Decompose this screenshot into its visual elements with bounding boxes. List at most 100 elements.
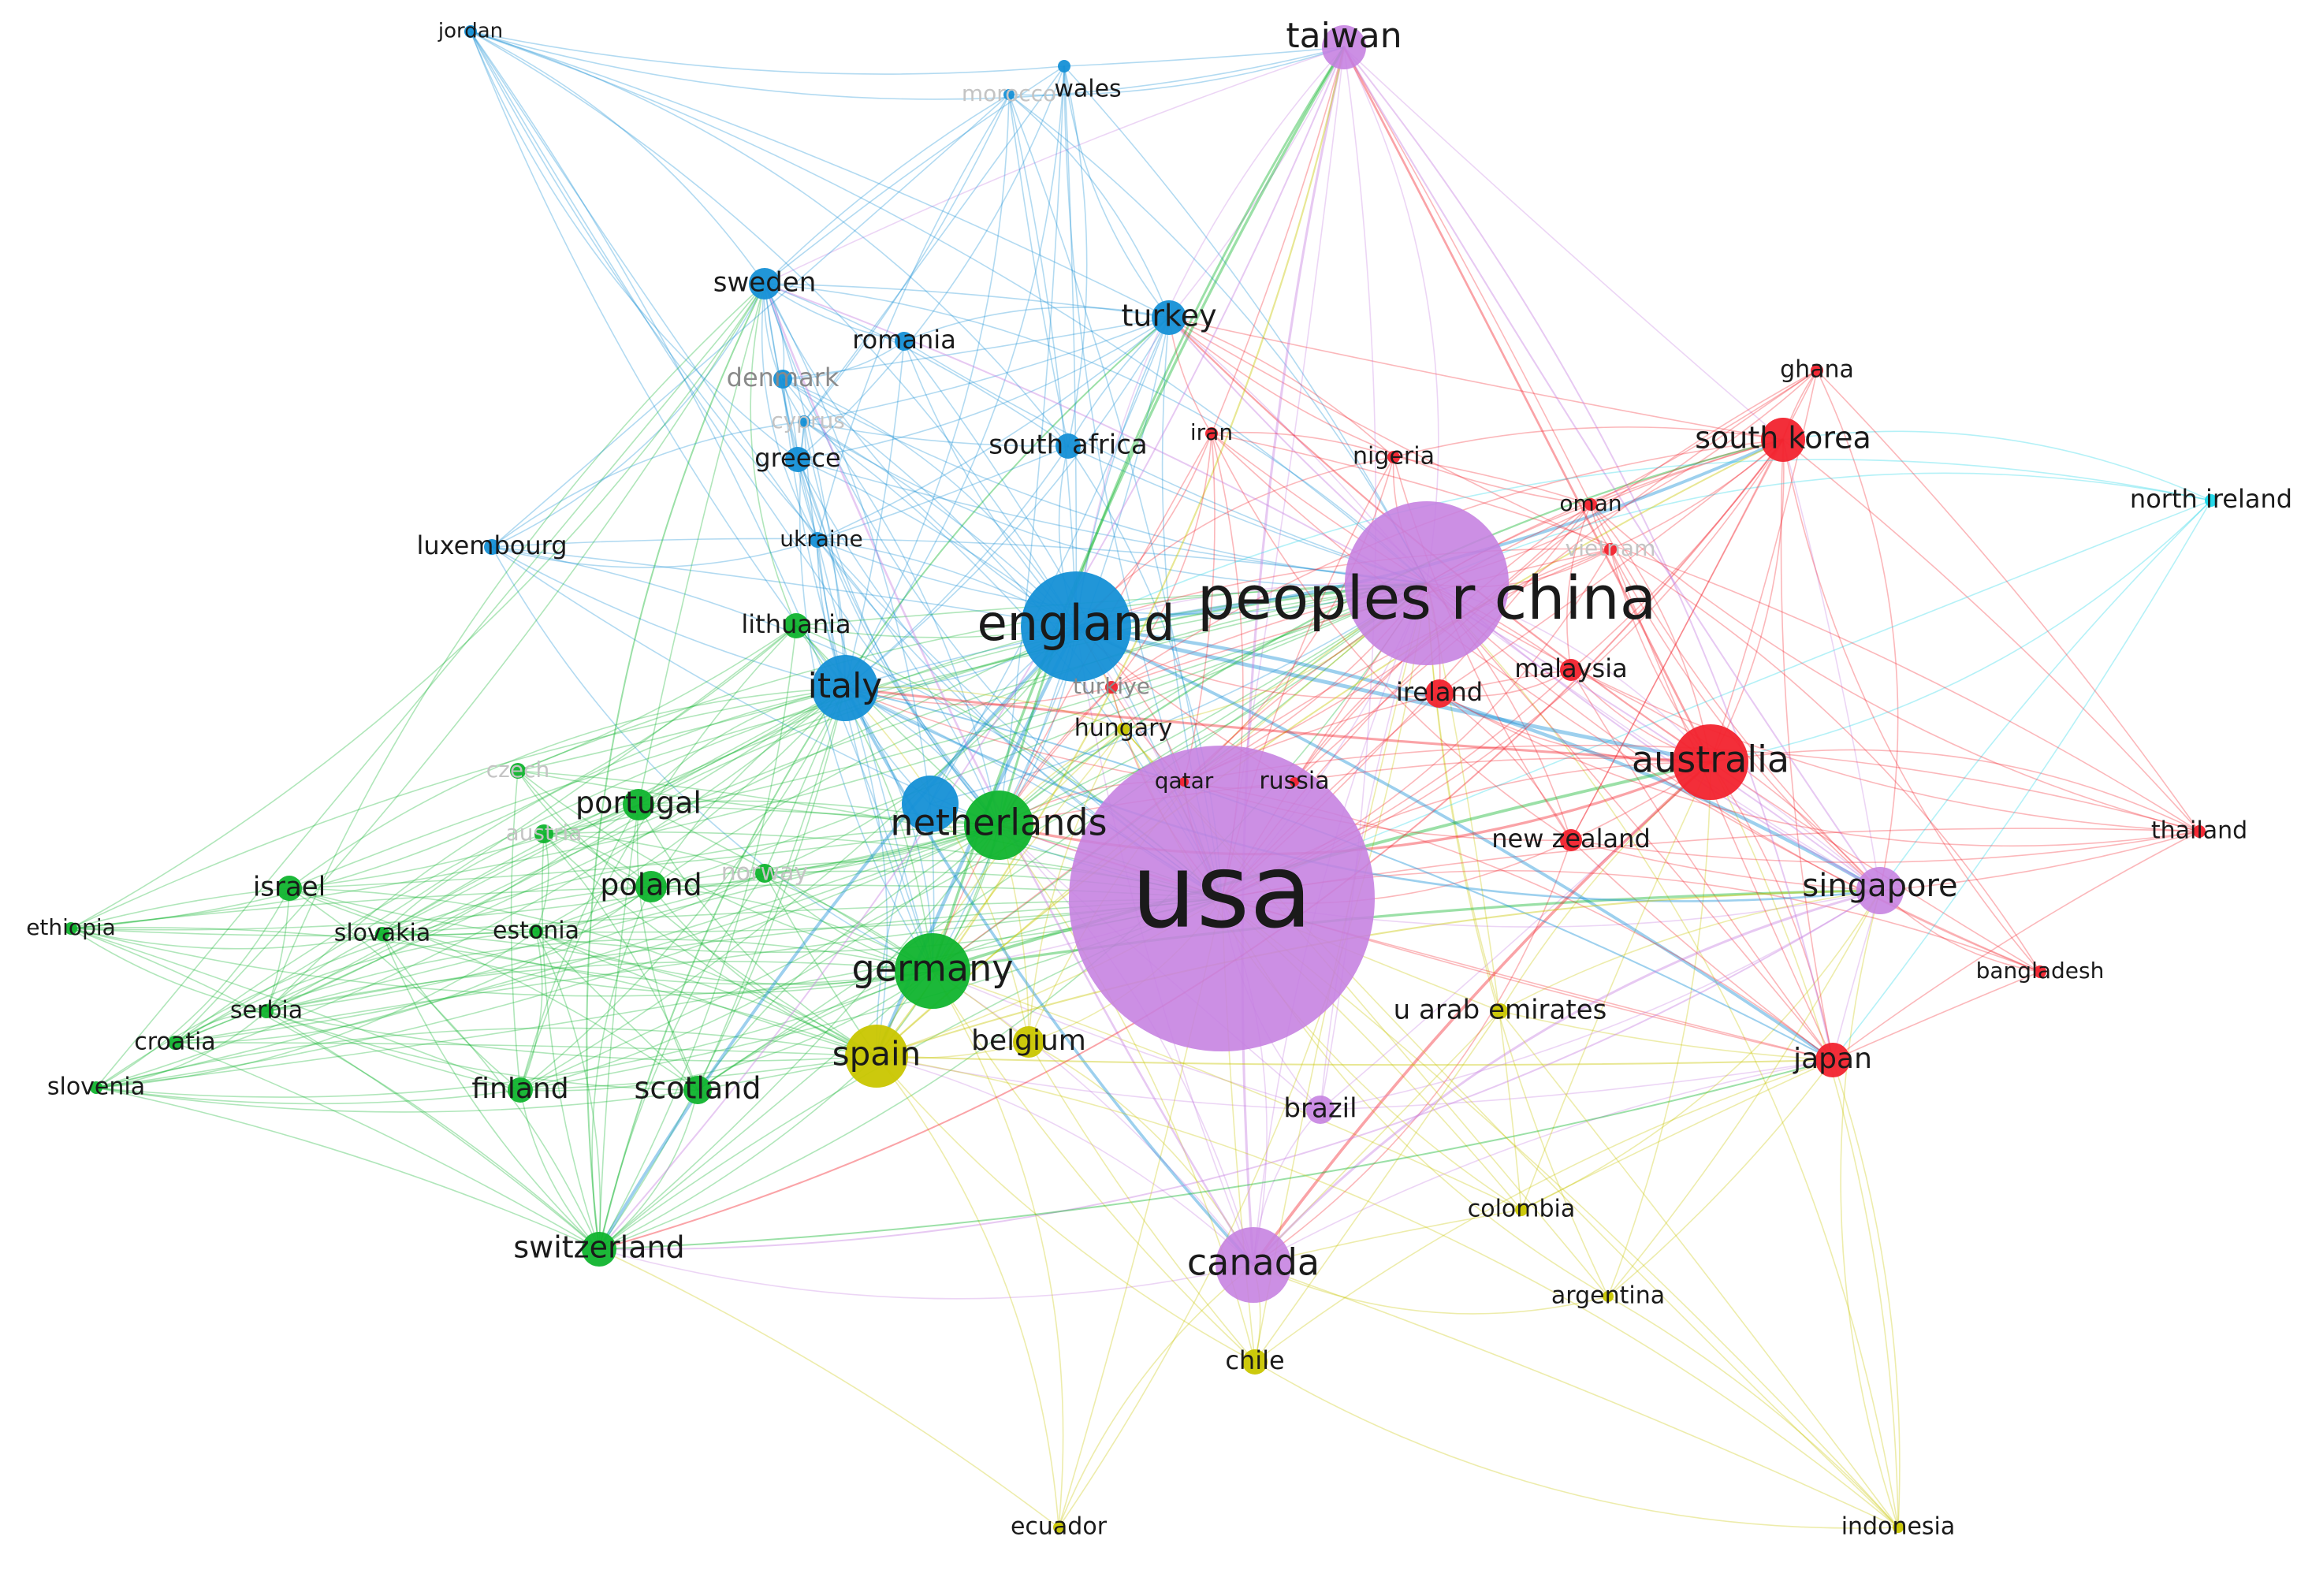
label-ukraine[interactable]: ukraine [780, 526, 862, 552]
label-ecuador[interactable]: ecuador [1011, 1513, 1108, 1541]
label-jordan[interactable]: jordan [437, 20, 503, 43]
label-japan[interactable]: japan [1793, 1043, 1872, 1075]
label-taiwan[interactable]: taiwan [1286, 16, 1402, 56]
node-thailand[interactable] [2193, 825, 2206, 838]
node-hungary[interactable] [1117, 723, 1130, 735]
node-ecuador[interactable] [1053, 1522, 1064, 1533]
label-vietnam[interactable]: vietnam [1566, 535, 1656, 561]
node-u-arab-emirates[interactable] [1492, 1003, 1508, 1019]
label-nigeria[interactable]: nigeria [1353, 443, 1435, 471]
label-norway[interactable]: norway [721, 859, 808, 887]
node-lithuania[interactable] [784, 613, 809, 638]
node-netherlands[interactable] [964, 791, 1033, 860]
node-brazil[interactable] [1306, 1096, 1335, 1124]
node-south-africa[interactable] [1055, 433, 1081, 459]
label-usa[interactable]: usa [1131, 831, 1312, 951]
node-norway[interactable] [755, 864, 774, 883]
node-estonia[interactable] [529, 924, 543, 939]
node-jordan[interactable] [464, 25, 477, 38]
node-serbia[interactable] [259, 1004, 274, 1018]
label-china[interactable]: peoples r china [1197, 563, 1657, 633]
node-bangladesh[interactable] [2034, 965, 2046, 978]
node-usa[interactable] [1069, 746, 1375, 1051]
label-canada[interactable]: canada [1187, 1241, 1320, 1284]
node-qatar[interactable] [1179, 777, 1189, 787]
label-germany[interactable]: germany [852, 947, 1014, 990]
label-south-korea[interactable]: south korea [1695, 421, 1871, 456]
label-australia[interactable]: australia [1632, 738, 1789, 781]
label-ireland[interactable]: ireland [1396, 677, 1483, 707]
node-austria[interactable] [534, 824, 553, 843]
node-wales[interactable] [1058, 60, 1070, 73]
node-portugal[interactable] [623, 789, 654, 820]
label-luxembourg[interactable]: luxembourg [416, 530, 567, 560]
node-south-korea[interactable] [1761, 418, 1805, 462]
label-russia[interactable]: russia [1259, 768, 1329, 795]
node-finland[interactable] [508, 1077, 533, 1103]
node-north-ireland[interactable] [2205, 494, 2217, 507]
label-hungary[interactable]: hungary [1074, 715, 1173, 742]
label-turkey[interactable]: turkey [1121, 299, 1216, 333]
node-spain[interactable] [845, 1025, 908, 1088]
node-turkey[interactable] [1152, 300, 1186, 335]
label-croatia[interactable]: croatia [134, 1029, 215, 1056]
label-thailand[interactable]: thailand [2151, 817, 2247, 845]
node-israel[interactable] [277, 876, 302, 901]
label-new-zealand[interactable]: new zealand [1491, 824, 1651, 854]
label-spain[interactable]: spain [832, 1035, 921, 1073]
label-serbia[interactable]: serbia [230, 997, 303, 1025]
label-qatar[interactable]: qatar [1155, 768, 1214, 794]
node-greece[interactable] [785, 447, 810, 472]
node-ethiopia[interactable] [65, 922, 77, 935]
label-denmark[interactable]: denmark [727, 363, 840, 392]
label-turkiye[interactable]: turkiye [1073, 673, 1150, 699]
label-slovenia[interactable]: slovenia [47, 1073, 145, 1101]
node-romania[interactable] [895, 332, 914, 351]
node-australia[interactable] [1673, 724, 1748, 800]
node-vietnam[interactable] [1604, 543, 1617, 556]
node-argentina[interactable] [1603, 1291, 1614, 1302]
label-slovakia[interactable]: slovakia [334, 920, 431, 947]
node-oman[interactable] [1584, 498, 1597, 511]
label-brazil[interactable]: brazil [1283, 1093, 1357, 1125]
node-croatia[interactable] [168, 1036, 182, 1050]
node-colombia[interactable] [1515, 1204, 1528, 1216]
node-slovakia[interactable] [375, 927, 389, 941]
label-u-arab-emirates[interactable]: u arab emirates [1394, 995, 1607, 1026]
node-ghana[interactable] [1811, 364, 1823, 377]
label-iran[interactable]: iran [1190, 419, 1233, 445]
label-morocco[interactable]: morocco [962, 80, 1056, 106]
label-england[interactable]: england [977, 594, 1175, 652]
node-ukraine[interactable] [810, 532, 825, 548]
node-slovenia[interactable] [90, 1081, 102, 1094]
node-cyprus[interactable] [798, 415, 810, 428]
label-czech[interactable]: czech [486, 757, 549, 783]
node-singapore[interactable] [1856, 867, 1904, 914]
node-indonesia[interactable] [1893, 1522, 1904, 1533]
node-scotland[interactable] [683, 1076, 712, 1104]
label-sweden[interactable]: sweden [713, 267, 817, 299]
node-new-zealand[interactable] [1560, 829, 1582, 851]
node-belgium[interactable] [1013, 1026, 1044, 1058]
node-morocco[interactable] [1003, 89, 1015, 100]
node-poland[interactable] [635, 871, 667, 902]
label-poland[interactable]: poland [600, 868, 702, 902]
label-israel[interactable]: israel [253, 872, 326, 903]
node-turkiye[interactable] [1105, 681, 1118, 694]
label-south-africa[interactable]: south africa [988, 430, 1148, 461]
node-switzerland[interactable] [582, 1232, 616, 1267]
node-canada[interactable] [1216, 1227, 1291, 1303]
label-switzerland[interactable]: switzerland [513, 1230, 684, 1265]
label-ethiopia[interactable]: ethiopia [26, 914, 116, 940]
label-lithuania[interactable]: lithuania [741, 609, 851, 639]
label-singapore[interactable]: singapore [1802, 868, 1957, 904]
label-netherlands[interactable]: netherlands [890, 802, 1107, 844]
node-taiwan[interactable] [1322, 25, 1366, 69]
label-cyprus[interactable]: cyprus [771, 407, 845, 433]
label-malaysia[interactable]: malaysia [1514, 653, 1627, 683]
label-scotland[interactable]: scotland [635, 1071, 761, 1106]
node-nigeria[interactable] [1387, 451, 1400, 463]
label-argentina[interactable]: argentina [1551, 1282, 1665, 1310]
label-north-ireland[interactable]: north ireland [2130, 484, 2292, 514]
node-malaysia[interactable] [1560, 659, 1582, 681]
